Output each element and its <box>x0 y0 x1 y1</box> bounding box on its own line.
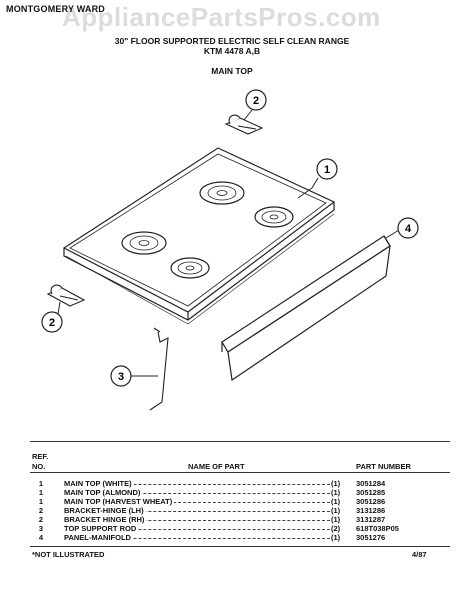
row-ref: 1 <box>38 479 44 488</box>
row-part-number: 3051284 <box>356 479 386 488</box>
callout-3: 3 <box>110 365 158 387</box>
row-part-number: 3131287 <box>356 515 386 524</box>
callout-2-top: 2 <box>243 89 267 121</box>
table-top-rule <box>30 441 450 442</box>
row-part-number: 3051276 <box>356 533 386 542</box>
col-header-no: NO. <box>32 462 46 471</box>
callout-2-left: 2 <box>41 301 63 333</box>
table-row: 1 MAIN TOP (WHITE) (1) 3051284 <box>0 479 464 488</box>
row-ref: 1 <box>38 497 44 506</box>
row-qty: (1) <box>331 515 341 524</box>
brand-name: MONTGOMERY WARD <box>6 4 105 14</box>
model-number: KTM 4478 A,B <box>203 46 261 56</box>
col-header-ref: REF. <box>32 452 49 461</box>
row-part-name: MAIN TOP (HARVEST WHEAT) <box>64 497 175 506</box>
row-ref: 1 <box>38 488 44 497</box>
diagram-title: 30" FLOOR SUPPORTED ELECTRIC SELF CLEAN … <box>114 36 350 46</box>
table-header-rule <box>30 472 450 473</box>
row-qty: (1) <box>331 479 341 488</box>
col-header-name: NAME OF PART <box>188 462 245 471</box>
callout-2-left-label: 2 <box>49 317 55 329</box>
burner-openings <box>121 181 294 279</box>
row-ref: 3 <box>38 524 44 533</box>
row-part-name: MAIN TOP (ALMOND) <box>64 488 143 497</box>
watermark: AppliancePartsPros.com <box>62 2 381 32</box>
row-ref: 2 <box>38 515 44 524</box>
main-top-part[interactable] <box>62 147 336 325</box>
top-support-rod-part[interactable] <box>149 327 169 411</box>
table-row: 1 MAIN TOP (HARVEST WHEAT) (1) 3051286 <box>0 497 464 506</box>
row-qty: (1) <box>331 506 341 515</box>
burner-front-left <box>121 231 167 255</box>
hinge-bracket-lh-part[interactable] <box>46 284 86 307</box>
callout-1: 1 <box>297 158 338 199</box>
table-row: 2 BRACKET HINGE (RH) (1) 3131287 <box>0 515 464 524</box>
table-row: 3 TOP SUPPORT ROD (2) 618T038P05 <box>0 524 464 533</box>
row-ref: 4 <box>38 533 44 542</box>
callout-3-label: 3 <box>118 371 124 383</box>
burner-back-right <box>254 206 294 228</box>
row-part-number: 3131286 <box>356 506 386 515</box>
callout-1-label: 1 <box>324 164 330 176</box>
page-header: AppliancePartsPros.com MONTGOMERY WARD 3… <box>0 0 464 80</box>
row-part-number: 618T038P05 <box>356 524 399 533</box>
callout-4-label: 4 <box>405 223 412 235</box>
table-row: 1 MAIN TOP (ALMOND) (1) 3051285 <box>0 488 464 497</box>
footnote: *NOT ILLUSTRATED <box>32 550 105 559</box>
row-ref: 2 <box>38 506 44 515</box>
row-part-name: MAIN TOP (WHITE) <box>64 479 134 488</box>
row-qty: (1) <box>331 488 341 497</box>
row-part-number: 3051285 <box>356 488 386 497</box>
burner-front-right <box>170 257 210 279</box>
callout-2-top-label: 2 <box>253 95 259 107</box>
row-part-name: TOP SUPPORT ROD <box>64 524 139 533</box>
row-part-name: BRACKET-HINGE (LH) <box>64 506 146 515</box>
exploded-parts-diagram: 1 2 2 3 4 <box>41 89 419 411</box>
row-part-number: 3051286 <box>356 497 386 506</box>
callout-4: 4 <box>385 217 419 239</box>
row-qty: (1) <box>331 497 341 506</box>
row-part-name: BRACKET HINGE (RH) <box>64 515 147 524</box>
manifold-panel-part[interactable] <box>221 235 391 382</box>
burner-back-left <box>199 181 245 205</box>
table-bottom-rule <box>30 546 450 547</box>
row-part-name: PANEL-MANIFOLD <box>64 533 133 542</box>
col-header-part-number: PART NUMBER <box>356 462 411 471</box>
row-qty: (2) <box>331 524 341 533</box>
section-title: MAIN TOP <box>211 66 253 76</box>
table-row: 2 BRACKET-HINGE (LH) (1) 3131286 <box>0 506 464 515</box>
row-qty: (1) <box>331 533 341 542</box>
revision-date: 4/87 <box>412 550 427 559</box>
hinge-bracket-rh-part[interactable] <box>224 114 264 135</box>
table-row: 4 PANEL-MANIFOLD (1) 3051276 <box>0 533 464 542</box>
